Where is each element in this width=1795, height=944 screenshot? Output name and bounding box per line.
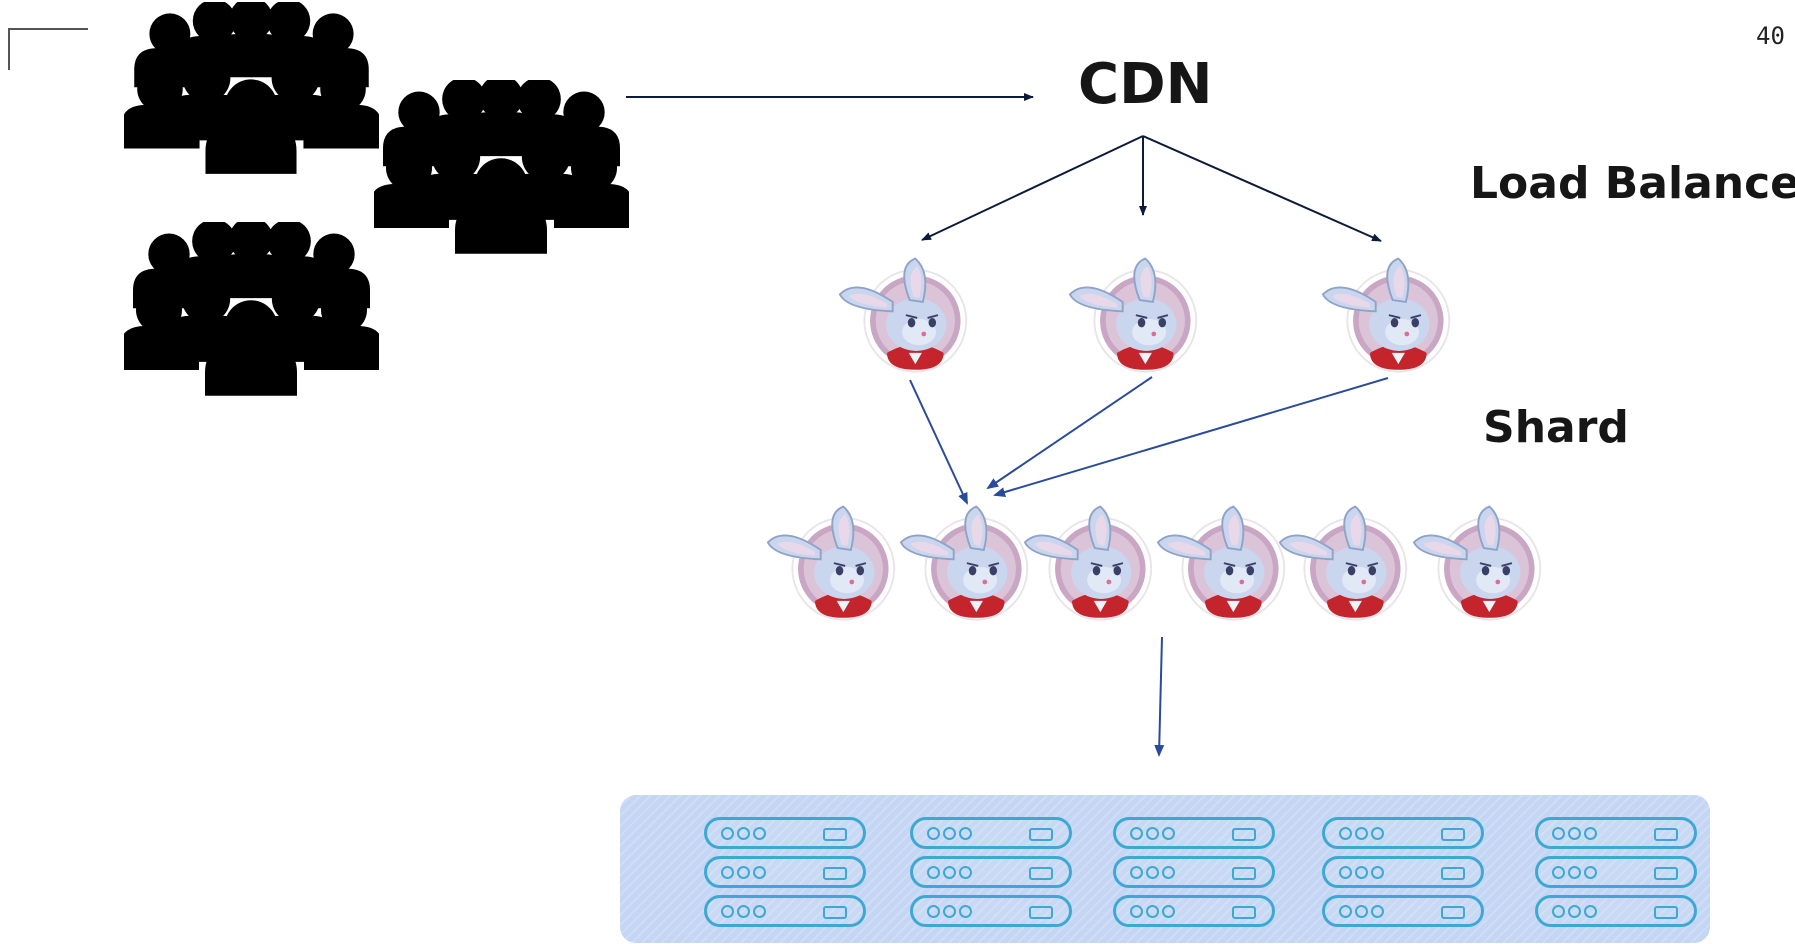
server-rack-icon xyxy=(1535,817,1697,934)
server-unit xyxy=(1113,817,1275,849)
shard-label: Shard xyxy=(1483,402,1629,453)
server-unit xyxy=(910,895,1072,927)
bunny-mascot-icon xyxy=(1068,257,1198,373)
server-unit xyxy=(1535,856,1697,888)
arrow-lb-left-to-shard xyxy=(909,379,968,505)
server-unit xyxy=(1535,895,1697,927)
arrow-shard-to-db xyxy=(1154,636,1165,757)
page-number: 40 xyxy=(1756,22,1785,50)
arrow-lb-right-to-shard xyxy=(993,377,1389,497)
server-rack-icon xyxy=(1322,817,1484,934)
arrow-cdn-to-lb-left xyxy=(921,135,1144,241)
bunny-mascot-icon xyxy=(1156,505,1286,621)
bunny-mascot-icon xyxy=(766,505,896,621)
server-rack-icon xyxy=(910,817,1072,934)
server-unit xyxy=(910,817,1072,849)
arrow-lb-middle-to-shard xyxy=(986,376,1153,490)
server-unit xyxy=(1322,817,1484,849)
server-rack-icon xyxy=(1113,817,1275,934)
server-unit xyxy=(704,856,866,888)
slide-corner-bracket xyxy=(8,28,88,70)
bunny-mascot-icon xyxy=(1278,505,1408,621)
server-unit xyxy=(1535,817,1697,849)
arrow-cdn-to-lb-right xyxy=(1142,135,1382,242)
server-rack-icon xyxy=(704,817,866,934)
bunny-mascot-icon xyxy=(1321,257,1451,373)
server-unit xyxy=(1322,895,1484,927)
server-unit xyxy=(1322,856,1484,888)
bunny-mascot-icon xyxy=(899,505,1029,621)
database-cluster-panel xyxy=(620,795,1710,943)
load-balance-label: Load Balance xyxy=(1470,158,1795,209)
server-unit xyxy=(1113,856,1275,888)
server-unit xyxy=(910,856,1072,888)
cdn-label: CDN xyxy=(1078,52,1213,117)
server-unit xyxy=(704,817,866,849)
bunny-mascot-icon xyxy=(1023,505,1153,621)
bunny-mascot-icon xyxy=(1412,505,1542,621)
server-unit xyxy=(704,895,866,927)
bunny-mascot-icon xyxy=(838,257,968,373)
server-unit xyxy=(1113,895,1275,927)
